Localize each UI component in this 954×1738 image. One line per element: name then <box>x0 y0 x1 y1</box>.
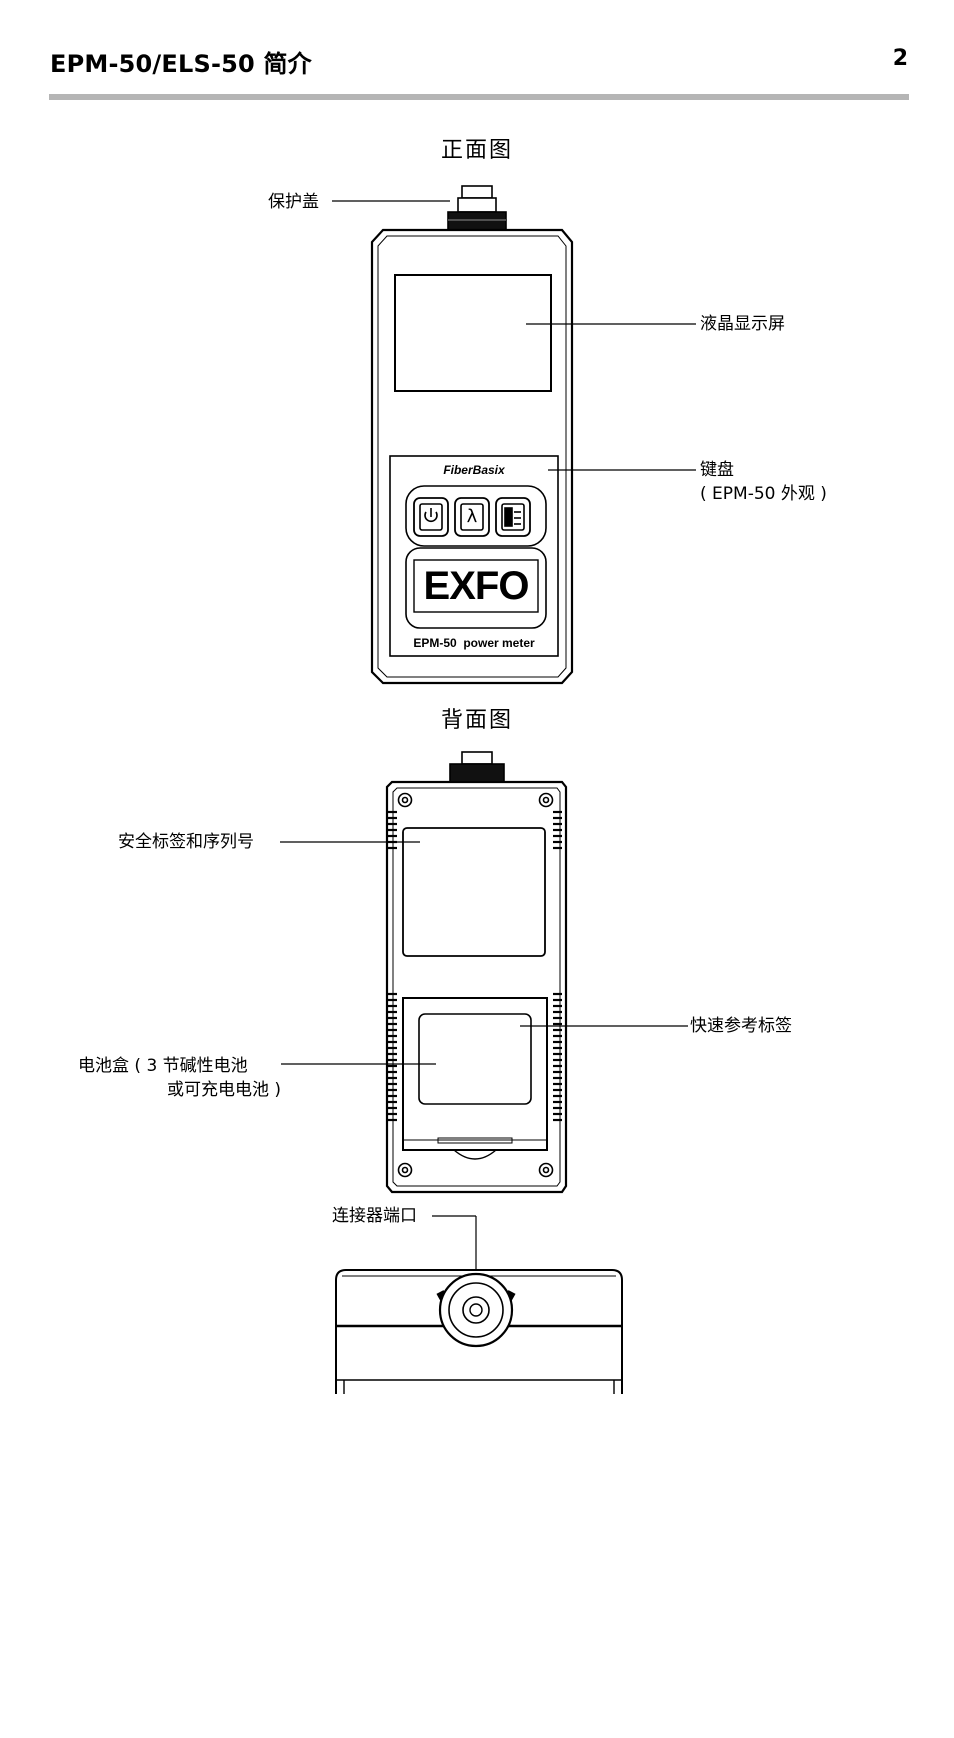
device-brand-text: FiberBasix <box>443 463 505 477</box>
exfo-logo: EXFO <box>423 564 530 608</box>
label-battery: 电池盒 ( 3 节碱性电池 <box>78 1056 248 1076</box>
label-keypad-note: ( EPM-50 外观 ) <box>700 484 827 504</box>
vent-lower-right <box>553 992 562 1122</box>
device-model-text: EPM-50 power meter <box>413 636 535 650</box>
label-connector-port: 连接器端口 <box>332 1206 417 1226</box>
front-view-title: 正面图 <box>440 138 513 163</box>
top-device <box>335 1215 623 1394</box>
power-key <box>413 497 449 537</box>
connector-port <box>438 1272 514 1348</box>
keypad-panel <box>389 455 559 657</box>
vent-upper-right <box>553 810 562 850</box>
header-title: EPM-50/ELS-50 简介 <box>50 50 312 78</box>
vent-lower-left <box>388 992 397 1122</box>
label-safety: 安全标签和序列号 <box>118 832 254 852</box>
quick-ref-label-area <box>418 1013 532 1105</box>
battery-compartment <box>402 997 548 1151</box>
back-view-title: 背面图 <box>440 708 513 733</box>
header-rule <box>49 94 909 100</box>
reference-key <box>495 497 531 537</box>
label-keypad: 键盘 <box>700 460 734 480</box>
back-device <box>280 751 688 1194</box>
page-number: 2 <box>892 46 908 71</box>
label-protective-cap: 保护盖 <box>268 192 319 212</box>
lambda-key-glyph: λ <box>466 506 478 527</box>
label-quick-ref: 快速参考标签 <box>690 1016 792 1036</box>
label-lcd: 液晶显示屏 <box>700 314 785 334</box>
lcd-screen <box>394 274 552 392</box>
wavelength-key <box>454 497 490 537</box>
safety-label-area <box>402 827 546 957</box>
label-battery-note: 或可充电电池 ) <box>166 1080 281 1100</box>
front-device <box>332 185 696 685</box>
